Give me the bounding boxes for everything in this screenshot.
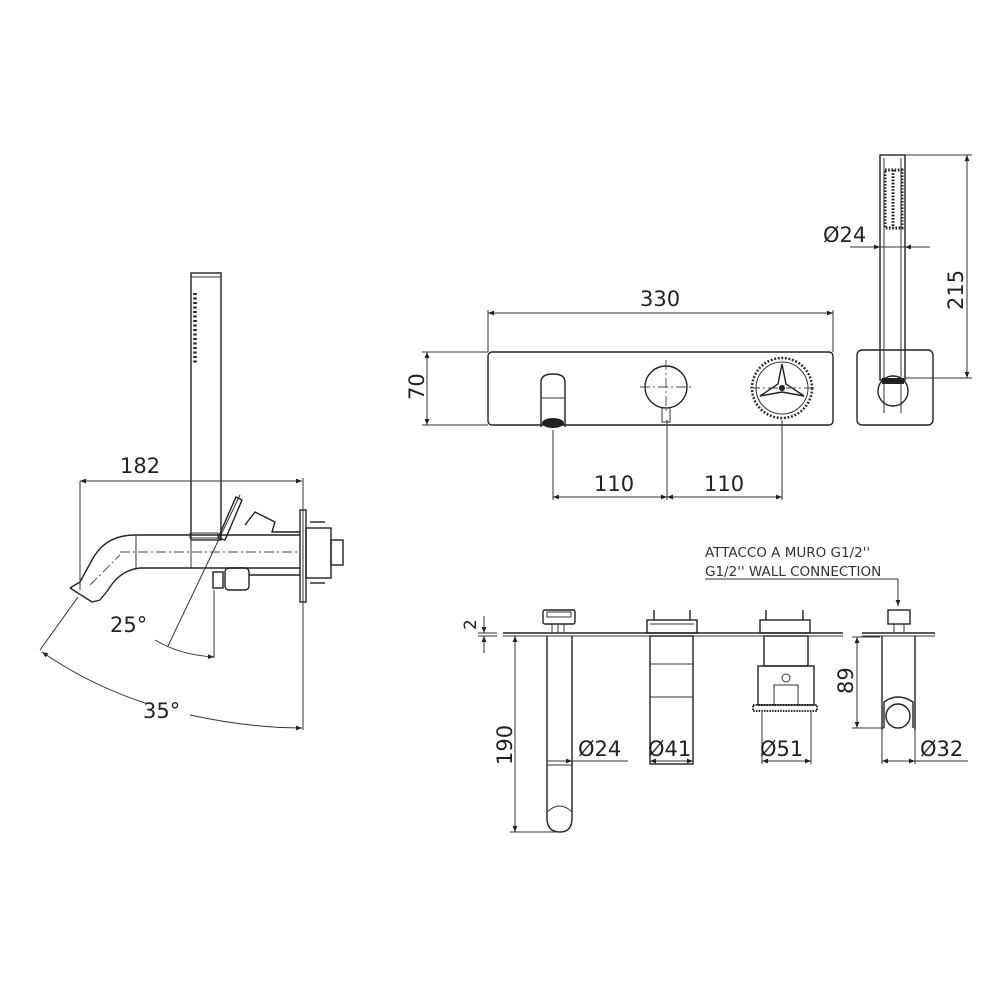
mixer-wheel-section — [752, 704, 818, 712]
dim-angle-25: 25° — [110, 613, 147, 637]
dim-angle-35: 35° — [143, 699, 180, 723]
front-view: 330 70 110 110 Ø24 215 — [405, 154, 972, 500]
dim-110-right: 110 — [704, 472, 744, 496]
dim-diverter-diameter: Ø41 — [648, 737, 691, 761]
spout-section — [546, 636, 573, 833]
section-view: 2 190 Ø24 Ø41 Ø51 — [461, 545, 968, 833]
dim-70: 70 — [405, 373, 429, 400]
diverter-flange — [646, 619, 698, 634]
dim-182: 182 — [120, 454, 160, 478]
spout-bottom — [99, 567, 300, 601]
dim-89: 89 — [834, 667, 858, 694]
dim-holder-diameter: Ø32 — [920, 737, 963, 761]
spout-fitting — [542, 609, 576, 625]
wall-plate-front — [487, 351, 834, 426]
dim-110-left: 110 — [594, 472, 634, 496]
note-leader — [705, 578, 901, 606]
diverter-lever — [217, 496, 243, 541]
dim-handshower-diameter: Ø24 — [823, 223, 866, 247]
valve-body — [224, 567, 250, 591]
spray-nozzles-front — [883, 168, 904, 230]
handshower-holder — [856, 349, 934, 426]
note-english: G1/2'' WALL CONNECTION — [705, 564, 881, 580]
aerator — [542, 418, 564, 428]
dim-330: 330 — [640, 287, 680, 311]
wall-connection-fitting — [887, 609, 911, 625]
dim-190: 190 — [493, 725, 517, 765]
dim-mixer-diameter: Ø51 — [760, 737, 803, 761]
note-italian: ATTACCO A MURO G1/2'' — [705, 545, 870, 561]
mixer-flange — [759, 619, 811, 634]
holder-ring — [877, 375, 909, 407]
holder-knob — [883, 696, 914, 728]
spout-top — [79, 534, 300, 583]
side-view: 182 25° 35° — [39, 272, 344, 731]
dim-spout-diameter: Ø24 — [578, 737, 621, 761]
dim-215: 215 — [944, 270, 968, 310]
spout-front — [540, 373, 566, 427]
dim-2: 2 — [461, 619, 481, 630]
diverter-body — [649, 635, 694, 765]
wheel-spokes — [759, 363, 805, 397]
handshower-side — [190, 272, 222, 541]
